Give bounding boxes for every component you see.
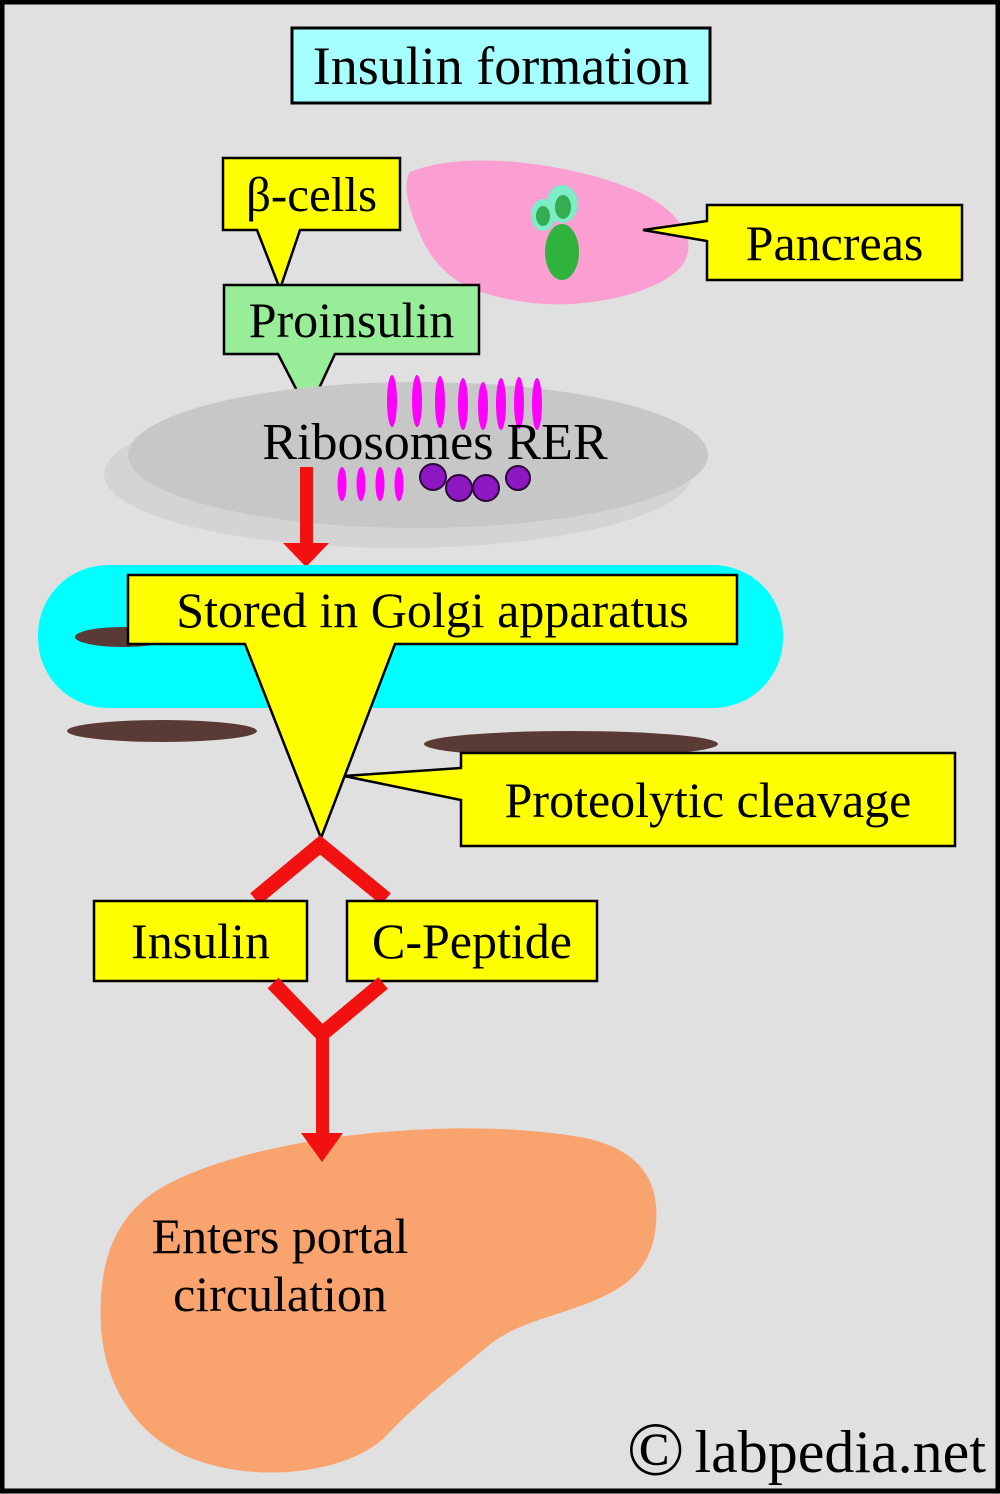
islet-cells [531, 185, 579, 280]
pancreas-callout [642, 203, 964, 282]
ribosome-granules [419, 463, 531, 502]
merge-lower-legs [267, 977, 388, 1045]
arrow-ribosomes-to-golgi [283, 467, 329, 567]
rer-strands-top [387, 375, 542, 430]
golgi-callout [126, 573, 739, 842]
rer-strands-bottom [337, 467, 404, 501]
beta-cells-callout [221, 156, 402, 293]
arrow-to-portal [301, 1030, 343, 1162]
c-peptide-box [345, 899, 599, 983]
rer-ellipse [128, 382, 708, 528]
golgi-cisternae [67, 627, 718, 757]
title-box [290, 26, 712, 105]
liver-shape [100, 1128, 657, 1473]
proteolytic-callout [343, 751, 957, 848]
split-upper-legs [250, 835, 391, 905]
pancreas-shape [406, 160, 689, 305]
insulin-box [92, 899, 309, 983]
proinsulin-callout [222, 283, 481, 415]
